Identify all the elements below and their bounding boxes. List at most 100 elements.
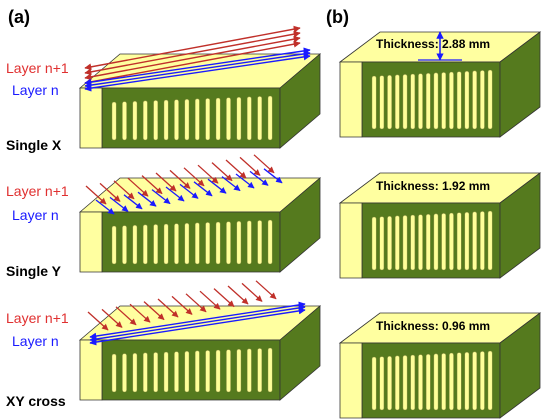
slot bbox=[402, 74, 408, 130]
slot bbox=[205, 222, 211, 265]
slot bbox=[487, 210, 493, 271]
row-b-3: Thickness: 0.96 mm bbox=[338, 312, 542, 419]
layer-bottom-arrow bbox=[151, 189, 171, 205]
layer-bottom-arrow bbox=[137, 191, 157, 207]
slot bbox=[142, 224, 148, 265]
slot bbox=[267, 347, 273, 393]
slot bbox=[142, 352, 148, 393]
slot bbox=[153, 100, 159, 141]
slot bbox=[371, 356, 377, 411]
slot bbox=[395, 355, 400, 411]
slot bbox=[433, 353, 439, 411]
layer-bottom-arrow bbox=[263, 168, 283, 184]
layer-bottom-label: Layer n bbox=[12, 207, 59, 223]
slot bbox=[456, 352, 462, 411]
block-end-face bbox=[499, 172, 541, 279]
block-side-face bbox=[79, 211, 103, 273]
slot bbox=[122, 225, 127, 265]
layer-top-label: Layer n+1 bbox=[6, 60, 69, 76]
block-single-y bbox=[78, 154, 322, 273]
slot bbox=[236, 220, 242, 265]
slot bbox=[163, 351, 169, 393]
row-label: XY cross bbox=[6, 393, 66, 409]
slot bbox=[456, 212, 462, 271]
layer-bottom-arrow bbox=[123, 194, 143, 210]
layer-top-arrow bbox=[197, 164, 219, 184]
slot bbox=[449, 352, 454, 411]
slot bbox=[487, 350, 493, 411]
slot bbox=[215, 97, 221, 141]
layer-bottom-arrow bbox=[249, 170, 269, 186]
layer-top-arrow bbox=[155, 172, 177, 192]
block-end-face bbox=[499, 31, 541, 138]
slot bbox=[433, 72, 439, 130]
row-a-single-x: Layer n+1 Layer n Single X bbox=[6, 25, 322, 153]
layer-top-arrow bbox=[255, 280, 277, 300]
slot bbox=[153, 224, 159, 265]
layer-bottom-label: Layer n bbox=[12, 82, 59, 98]
slot bbox=[194, 222, 200, 265]
block-end-face bbox=[279, 177, 321, 273]
block-top-face bbox=[78, 53, 322, 89]
slot bbox=[387, 74, 392, 130]
slot bbox=[267, 219, 273, 265]
panel-label-a: (a) bbox=[8, 7, 30, 27]
layer-bottom-arrow bbox=[193, 181, 213, 197]
layer-bottom-arrow bbox=[221, 176, 241, 192]
layer-top-arrow bbox=[113, 180, 135, 200]
slot bbox=[122, 353, 127, 393]
block-front-face bbox=[101, 211, 281, 273]
slot bbox=[425, 354, 431, 411]
block-front-face bbox=[101, 87, 281, 149]
block-thickness-1 bbox=[338, 31, 542, 138]
row-b-2: Thickness: 1.92 mm bbox=[338, 172, 542, 279]
slot bbox=[464, 70, 470, 130]
layer-bottom-arrow bbox=[165, 186, 185, 202]
slot bbox=[441, 72, 447, 130]
slot bbox=[472, 211, 477, 271]
block-single-x bbox=[78, 25, 322, 149]
slot bbox=[379, 216, 385, 271]
slot bbox=[480, 211, 485, 271]
layer-top-arrow bbox=[241, 282, 263, 302]
slot bbox=[395, 74, 400, 130]
slot bbox=[425, 213, 431, 271]
slot bbox=[226, 349, 231, 393]
layer-top-arrow bbox=[127, 177, 149, 197]
slot bbox=[163, 223, 169, 265]
layer-top-arrow bbox=[169, 169, 191, 189]
slot bbox=[456, 71, 462, 130]
slot bbox=[480, 70, 485, 130]
slot bbox=[418, 73, 423, 130]
layer-top-label: Layer n+1 bbox=[6, 310, 69, 326]
slot bbox=[449, 212, 454, 271]
block-thickness-3 bbox=[338, 312, 542, 419]
block-xy-cross bbox=[78, 280, 322, 401]
block-side-face bbox=[339, 61, 363, 138]
slot bbox=[379, 75, 385, 130]
slot bbox=[246, 220, 252, 265]
slot bbox=[371, 216, 377, 271]
slot bbox=[132, 100, 138, 141]
slot bbox=[257, 96, 263, 141]
slot bbox=[246, 348, 252, 393]
row-b-1: Thickness: 2.88 mm bbox=[338, 31, 542, 138]
layer-bottom-arrow bbox=[109, 196, 129, 212]
slot bbox=[418, 214, 423, 271]
slot bbox=[472, 351, 477, 411]
layer-bottom-label: Layer n bbox=[12, 333, 59, 349]
row-a-xy-cross: Layer n+1 Layer n XY cross bbox=[6, 280, 322, 409]
layer-bottom-arrow bbox=[89, 307, 306, 346]
layer-top-arrow bbox=[141, 175, 163, 195]
slot bbox=[163, 99, 169, 141]
slot bbox=[246, 96, 252, 141]
layer-top-arrow bbox=[239, 156, 261, 176]
slot bbox=[174, 223, 179, 265]
slot bbox=[184, 222, 190, 265]
slot bbox=[194, 350, 200, 393]
slot bbox=[132, 353, 138, 393]
slot bbox=[441, 353, 447, 411]
thickness-label: Thickness: 2.88 mm bbox=[376, 37, 490, 51]
slot bbox=[153, 352, 159, 393]
